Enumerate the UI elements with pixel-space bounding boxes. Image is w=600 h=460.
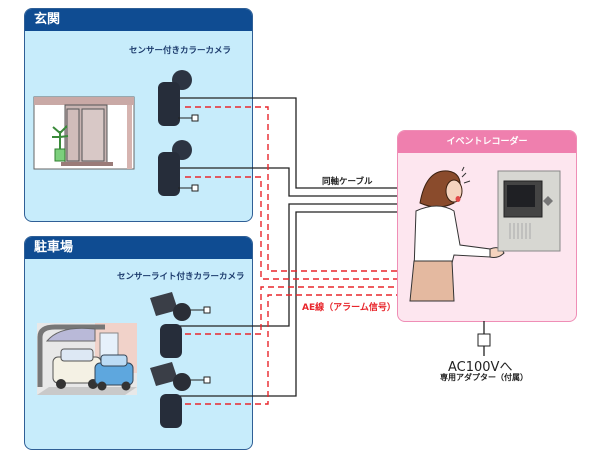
camera-parking-1 xyxy=(150,292,211,358)
camera-entrance-2 xyxy=(158,140,199,196)
adapter-label: 専用アダプター（付属） xyxy=(440,373,528,382)
zone-title: 玄関 xyxy=(25,9,252,31)
camera-parking-2 xyxy=(150,362,211,428)
power-label: AC100Vへ xyxy=(448,360,513,375)
power-adapter-icon xyxy=(477,333,491,347)
coax-cable-2 xyxy=(180,167,397,197)
ae-line-1 xyxy=(185,106,397,272)
parking-illustration xyxy=(37,323,137,395)
camera-entrance-1 xyxy=(158,70,199,126)
zone-subtitle: センサー付きカラーカメラ xyxy=(129,46,232,56)
event-recorder-box: イベントレコーダー xyxy=(397,130,577,322)
ae-line-2 xyxy=(185,176,397,280)
zone-parking: 駐車場 センサーライト付きカラーカメラ xyxy=(24,236,253,450)
zone-subtitle: センサーライト付きカラーカメラ xyxy=(117,272,245,282)
coax-cable-3 xyxy=(180,203,397,327)
ae-line-label: AE線（アラーム信号） xyxy=(302,303,396,313)
zone-entrance: 玄関 センサー付きカラーカメラ xyxy=(24,8,253,222)
recorder-title: イベントレコーダー xyxy=(398,131,576,153)
entrance-illustration xyxy=(33,96,135,170)
ae-line-4 xyxy=(185,294,397,405)
recorder-illustration xyxy=(409,166,561,302)
coax-cable-1 xyxy=(180,97,397,189)
coax-cable-4 xyxy=(180,211,397,397)
ae-line-3 xyxy=(185,286,397,335)
zone-title: 駐車場 xyxy=(25,237,252,259)
coax-cable-label: 同軸ケーブル xyxy=(322,177,373,187)
